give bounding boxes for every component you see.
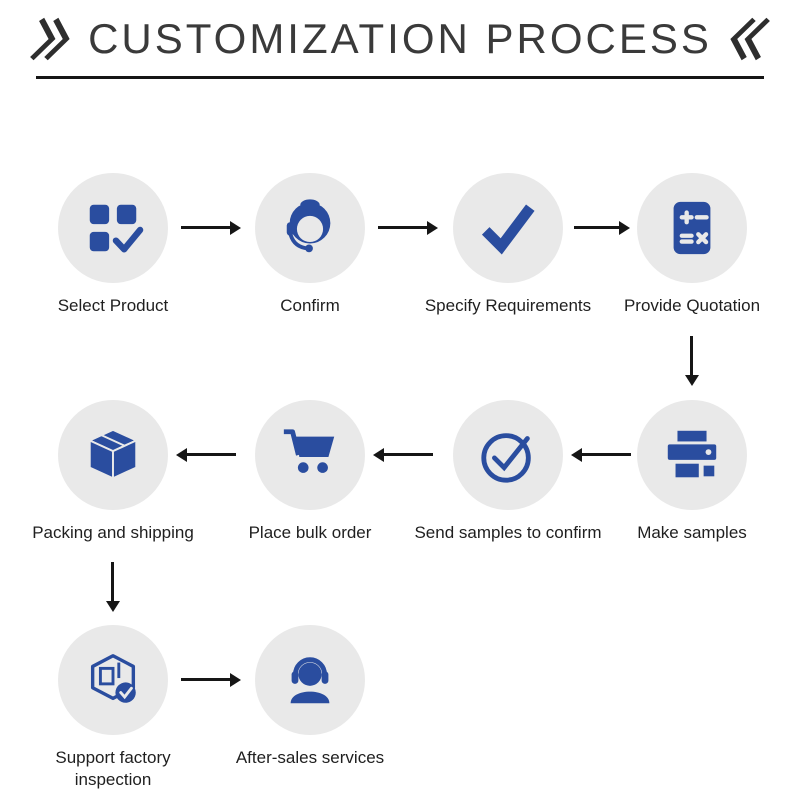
step-provide-quotation: Provide Quotation [587,173,797,317]
step-label: Specify Requirements [424,296,592,315]
arrow-down-1 [690,336,693,376]
double-chevron-right-icon [30,17,70,61]
title-divider [36,76,764,79]
step-confirm: Confirm [205,173,415,317]
step-label: Make samples [637,523,747,542]
arrow-left-2 [383,453,433,456]
arrow-right-4 [181,678,231,681]
page-title: CUSTOMIZATION PROCESS [88,15,712,62]
double-chevron-left-icon [730,17,770,61]
customer-service-icon [286,199,331,253]
step-label: Send samples to confirm [414,523,602,542]
factory-inspection-icon [90,654,136,703]
product-grid-check-icon [89,204,144,253]
step-label: Place bulk order [248,523,372,542]
step-select-product: Select Product [8,173,218,317]
shopping-cart-icon [283,429,335,473]
package-box-icon [88,428,138,480]
page-header: CUSTOMIZATION PROCESS [0,8,800,70]
arrow-left-3 [186,453,236,456]
step-specify-requirements: Specify Requirements [403,173,613,317]
calculator-icon [673,201,711,255]
step-label: Provide Quotation [623,296,761,315]
arrow-right-1 [181,226,231,229]
step-factory-inspection: Support factory inspection [8,625,218,791]
arrow-right-3 [574,226,620,229]
arrow-right-2 [378,226,428,229]
step-label: Support factory inspection [55,748,171,790]
arrow-left-1 [581,453,631,456]
after-sales-headset-icon [290,657,330,704]
step-after-sales: After-sales services [205,625,415,769]
step-send-samples: Send samples to confirm [403,400,613,544]
printer-icon [667,430,717,478]
circle-check-icon [481,433,531,483]
step-label: After-sales services [235,748,385,767]
checkmark-icon [481,204,535,255]
step-packing-shipping: Packing and shipping [8,400,218,544]
step-label: Select Product [57,296,169,315]
step-place-bulk-order: Place bulk order [205,400,415,544]
arrow-down-2 [111,562,114,602]
step-label: Packing and shipping [32,523,194,542]
step-label: Confirm [280,296,340,315]
step-make-samples: Make samples [587,400,797,544]
